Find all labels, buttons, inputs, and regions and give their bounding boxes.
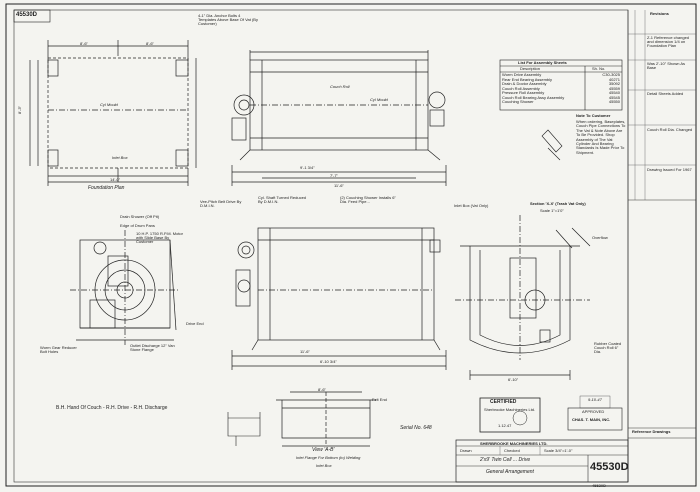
dim-6: 11'-6" <box>334 183 344 188</box>
tb-checked: Checked <box>504 448 520 453</box>
revision-row: Z-1 Reference changed and dimension 1/4 … <box>647 35 690 48</box>
note-title: Note To Customer <box>576 113 611 118</box>
anchor-note: 4-1" Dia. Anchor Bolts 4 Templates Above… <box>198 13 258 26</box>
foundation-plan-label: Foundation Plan <box>88 185 125 191</box>
dim-1: 8'-6" <box>80 41 88 46</box>
revision-row: Drawing Issued For 1967 <box>647 167 692 172</box>
inlet-end-label: Inlet Box (Vat Only) <box>454 203 489 208</box>
flange-section <box>227 412 261 446</box>
company-name: SHERBROOKE MACHINERIES LTD. <box>480 441 548 446</box>
foundation-plan <box>29 40 197 186</box>
dim-3: 14'-0" <box>110 177 121 182</box>
view-ab-note2: Inlet Box <box>316 463 332 468</box>
revision-row: Detail Sheets Added <box>647 91 684 96</box>
drain-label: Drain Shower (Off Pit) <box>120 214 160 219</box>
felt-end-label: Felt End <box>372 397 387 402</box>
parts-header-sheet: Sh. No. <box>592 66 606 71</box>
approved-by: CHAS. T. MAIN, INC. <box>572 417 611 422</box>
dim-2: 8'-6" <box>146 41 154 46</box>
section-xx <box>455 215 591 380</box>
certified-sub: Sherbrooke Machineries Ltd. <box>484 407 536 412</box>
certified-title: CERTIFIED <box>490 399 517 405</box>
rubber-note: Rubber Coated Couch Roll 6" Dia. <box>594 341 622 354</box>
view-ab <box>276 391 376 447</box>
end-view-left <box>70 230 180 345</box>
hand-note: B.H. Hand Of Couch - R.H. Drive - R.H. D… <box>56 405 168 411</box>
dim-11: 8'-6" <box>318 387 326 392</box>
worm-gear-label: Worm Gear Reducer Bolt Holes <box>40 345 77 354</box>
certified-date: 1.12.47 <box>498 423 512 428</box>
outlet-label: Outlet Discharge 12" Van Stone Flange <box>130 343 175 352</box>
section-xx-title: Section 'X-X' (Trash Vat Only) <box>530 201 586 206</box>
dim-10: 6'-10" <box>508 377 519 382</box>
motor-note: 10 H.P. 1750 R.P.M. Motor with Slide Bas… <box>136 231 183 244</box>
footer-number: 45530D <box>592 483 607 488</box>
revisions-heading: Revisions <box>650 11 669 16</box>
revision-row: Couch Roll Dia. Changed <box>647 127 693 132</box>
view-ab-title: View 'A-B' <box>312 447 335 453</box>
edge-label: Edge of Drum Pans <box>120 223 155 228</box>
drive-end-label: Drive End <box>186 321 204 326</box>
reference-drawings: Reference Drawings <box>632 429 671 434</box>
drawing-number-top: 45530D <box>16 12 38 18</box>
dim-4: 8'-3" <box>16 106 22 114</box>
parts-list-table <box>499 59 623 111</box>
title-line-2: General Arrangement <box>486 469 534 475</box>
parts-list-title: List For Assembly Sheets <box>518 60 567 65</box>
section-xx-scale: Scale 1"=1'0" <box>540 208 564 213</box>
couch-roll-label: Couch Roll <box>330 84 350 89</box>
drawing-number: 45530D <box>590 461 629 473</box>
elevation-view <box>231 50 447 186</box>
overflow-label: Overflow <box>592 235 608 240</box>
certified-stamp-outline <box>479 397 541 433</box>
serial-number: Serial No. 648 <box>400 425 432 431</box>
bracket-detail <box>541 129 563 161</box>
tb-drawn: Drawn <box>460 448 472 453</box>
shaft-note: Cyl. Shaft Turned Reduced By D.M.I.N. <box>258 195 307 204</box>
shower-note: (2) Couching Shower Installs 6" Dia. Fee… <box>340 195 396 204</box>
tb-scale: Scale 3/4"=1'-0" <box>544 448 573 453</box>
dim-5: 7'-7" <box>330 173 338 178</box>
note-text: When ordering, Baseplates, Couch Pipe Co… <box>576 119 626 155</box>
handwritten-date: 9-10-47 <box>588 397 602 402</box>
bottom-elevation <box>231 227 447 370</box>
approved-label: APPROVED <box>582 409 605 414</box>
dim-7: 9'-1 3/4" <box>300 165 315 170</box>
view-ab-note1: Inlet Flange For Bottom (to) Welding <box>296 455 361 460</box>
parts-header-desc: Description <box>520 66 541 71</box>
title-line-1: 2'x9' Twin Cell ... Drive <box>480 457 531 463</box>
dim-9: 6'-10 3/4" <box>320 359 337 364</box>
inlet-box-label: Inlet Box <box>112 155 128 160</box>
dim-8: 11'-6" <box>300 349 310 354</box>
cyl-mould-label: Cyl Mould <box>100 102 118 107</box>
vbelt-note: Vee-Pitch Belt Drive By D.M.I.N. <box>200 199 242 208</box>
revision-row: Was 2'-10" Shown As Base <box>647 61 686 70</box>
cyl-mould-label-2: Cyl Mould <box>370 97 388 102</box>
